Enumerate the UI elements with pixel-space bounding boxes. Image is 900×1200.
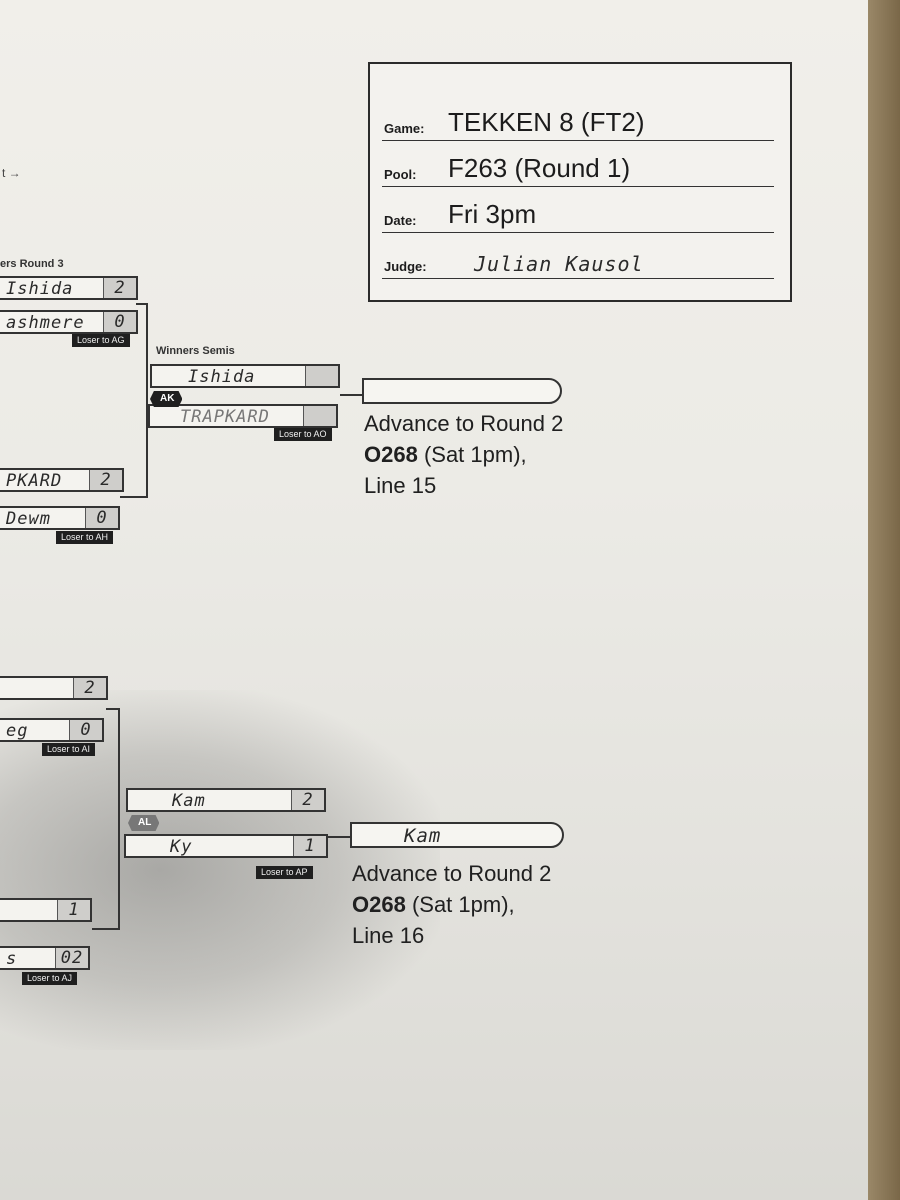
judge-value: Julian Kausol	[474, 252, 644, 276]
bottom-match1-loser-tag: Loser to AI	[42, 743, 96, 756]
player-score: 0	[69, 720, 102, 740]
player-name: Ishida	[6, 279, 74, 299]
player-name: TRAPKARD	[180, 407, 270, 427]
player-name: Dewm	[6, 509, 51, 529]
advance-time: (Sat 1pm),	[417, 442, 527, 467]
player-score	[305, 366, 338, 386]
player-name: eg	[6, 721, 29, 741]
bracket-sheet: Game: TEKKEN 8 (FT2) Pool: F263 (Round 1…	[0, 0, 868, 1200]
bottom-match2-loser-tag: Loser to AJ	[22, 972, 78, 985]
top-semis-player1[interactable]: Ishida	[150, 364, 340, 388]
top-match2-loser-tag: Loser to AH	[56, 531, 114, 544]
top-advance-slot[interactable]	[362, 378, 562, 404]
bottom-semis-player1[interactable]: Kam 2	[126, 788, 326, 812]
player-score: 0	[103, 312, 136, 332]
top-match1-loser-tag: Loser to AG	[72, 334, 130, 347]
connector	[328, 836, 350, 838]
side-arrow-text: t →	[2, 166, 21, 180]
advance-pool: O268	[364, 442, 418, 467]
bottom-advance-slot[interactable]: Kam	[350, 822, 564, 848]
judge-label: Judge:	[384, 259, 427, 274]
bottom-match2-player1[interactable]: 1	[0, 898, 92, 922]
bottom-semis-player2[interactable]: Ky 1	[124, 834, 328, 858]
date-value: Fri 3pm	[448, 199, 537, 229]
bottom-match1-player1[interactable]: 2	[0, 676, 108, 700]
advance-line2: O268 (Sat 1pm),	[352, 889, 551, 920]
top-match2-player2[interactable]: Dewm 0	[0, 506, 120, 530]
advance-player-name: Kam	[404, 825, 442, 847]
player-score: 02	[55, 948, 88, 968]
advance-line3: Line 16	[352, 923, 425, 948]
top-semis-badge: AK	[150, 391, 183, 407]
advance-line1: Advance to Round 2	[364, 411, 564, 436]
bottom-semis-loser-tag: Loser to AP	[256, 866, 313, 879]
judge-row: Judge: Julian Kausol	[382, 238, 774, 279]
player-name: s	[6, 949, 18, 969]
pool-info-box: Game: TEKKEN 8 (FT2) Pool: F263 (Round 1…	[368, 62, 792, 302]
bottom-match2-player2[interactable]: s 02	[0, 946, 90, 970]
connector	[118, 708, 120, 930]
date-label: Date:	[384, 213, 417, 228]
pool-row: Pool: F263 (Round 1)	[382, 146, 774, 187]
connector	[136, 303, 148, 305]
connector	[92, 928, 120, 930]
connector	[106, 708, 120, 710]
game-value: TEKKEN 8 (FT2)	[448, 107, 645, 137]
player-score: 1	[57, 900, 90, 920]
top-match1-player2[interactable]: ashmere 0	[0, 310, 138, 334]
round3-label: ers Round 3	[0, 258, 64, 270]
date-row: Date: Fri 3pm	[382, 192, 774, 233]
bottom-semis-badge: AL	[128, 815, 160, 831]
game-row: Game: TEKKEN 8 (FT2)	[382, 100, 774, 141]
player-name: PKARD	[6, 471, 63, 491]
top-semis-player2[interactable]: TRAPKARD	[148, 404, 338, 428]
bottom-advance-info: Advance to Round 2 O268 (Sat 1pm), Line …	[352, 858, 551, 951]
connector	[146, 303, 148, 498]
top-advance-info: Advance to Round 2 O268 (Sat 1pm), Line …	[364, 408, 563, 501]
top-match1-player1[interactable]: Ishida 2	[0, 276, 138, 300]
desk-edge	[868, 0, 900, 1200]
player-score: 2	[73, 678, 106, 698]
advance-line1: Advance to Round 2	[352, 861, 552, 886]
top-match2-player1[interactable]: PKARD 2	[0, 468, 124, 492]
player-name: Kam	[172, 791, 206, 811]
advance-time: (Sat 1pm),	[405, 892, 515, 917]
player-score: 2	[291, 790, 324, 810]
player-score: 1	[293, 836, 326, 856]
player-name: Ishida	[188, 367, 256, 387]
advance-pool: O268	[352, 892, 406, 917]
top-semis-loser-tag: Loser to AO	[274, 428, 332, 441]
semis-label: Winners Semis	[156, 345, 235, 357]
player-score: 0	[85, 508, 118, 528]
player-score: 2	[89, 470, 122, 490]
bottom-match1-player2[interactable]: eg 0	[0, 718, 104, 742]
player-score	[303, 406, 336, 426]
advance-line2: O268 (Sat 1pm),	[364, 439, 563, 470]
pool-value: F263 (Round 1)	[448, 153, 631, 183]
connector	[340, 394, 362, 396]
pool-label: Pool:	[384, 167, 417, 182]
connector	[120, 496, 148, 498]
player-score: 2	[103, 278, 136, 298]
player-name: ashmere	[6, 313, 85, 333]
game-label: Game:	[384, 121, 425, 136]
advance-line3: Line 15	[364, 473, 437, 498]
player-name: Ky	[170, 837, 193, 857]
